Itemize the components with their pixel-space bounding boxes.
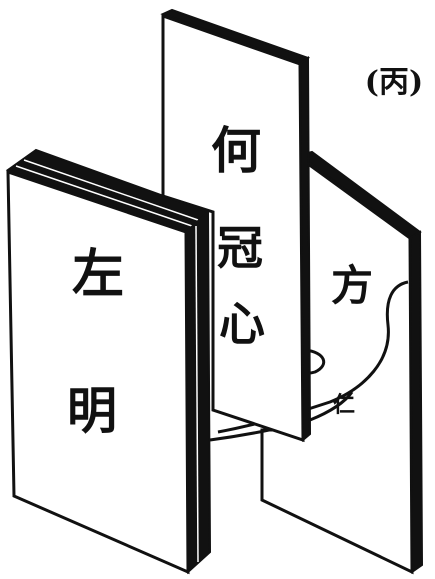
right-panel-char: 方 bbox=[331, 261, 373, 310]
middle-panel-char-3: 心 bbox=[219, 297, 265, 351]
left-panel-side-line bbox=[195, 225, 199, 563]
figure-label: (丙) bbox=[365, 65, 423, 100]
middle-panel: 何 冠 心 bbox=[160, 8, 312, 443]
left-panel-face bbox=[6, 169, 190, 575]
left-panel: 左 明 bbox=[5, 148, 212, 575]
left-panel-side bbox=[184, 209, 212, 575]
middle-panel-side bbox=[298, 56, 312, 443]
left-panel-page-line-2 bbox=[23, 159, 199, 221]
middle-panel-char-1: 何 bbox=[211, 121, 261, 180]
middle-panel-char-2: 冠 bbox=[217, 221, 263, 275]
right-panel: 方 仁 bbox=[260, 150, 424, 575]
left-panel-page-line-1 bbox=[15, 165, 193, 227]
right-panel-side bbox=[408, 230, 424, 574]
left-panel-char-1: 左 bbox=[72, 244, 124, 305]
left-panel-char-2: 明 bbox=[67, 381, 117, 440]
